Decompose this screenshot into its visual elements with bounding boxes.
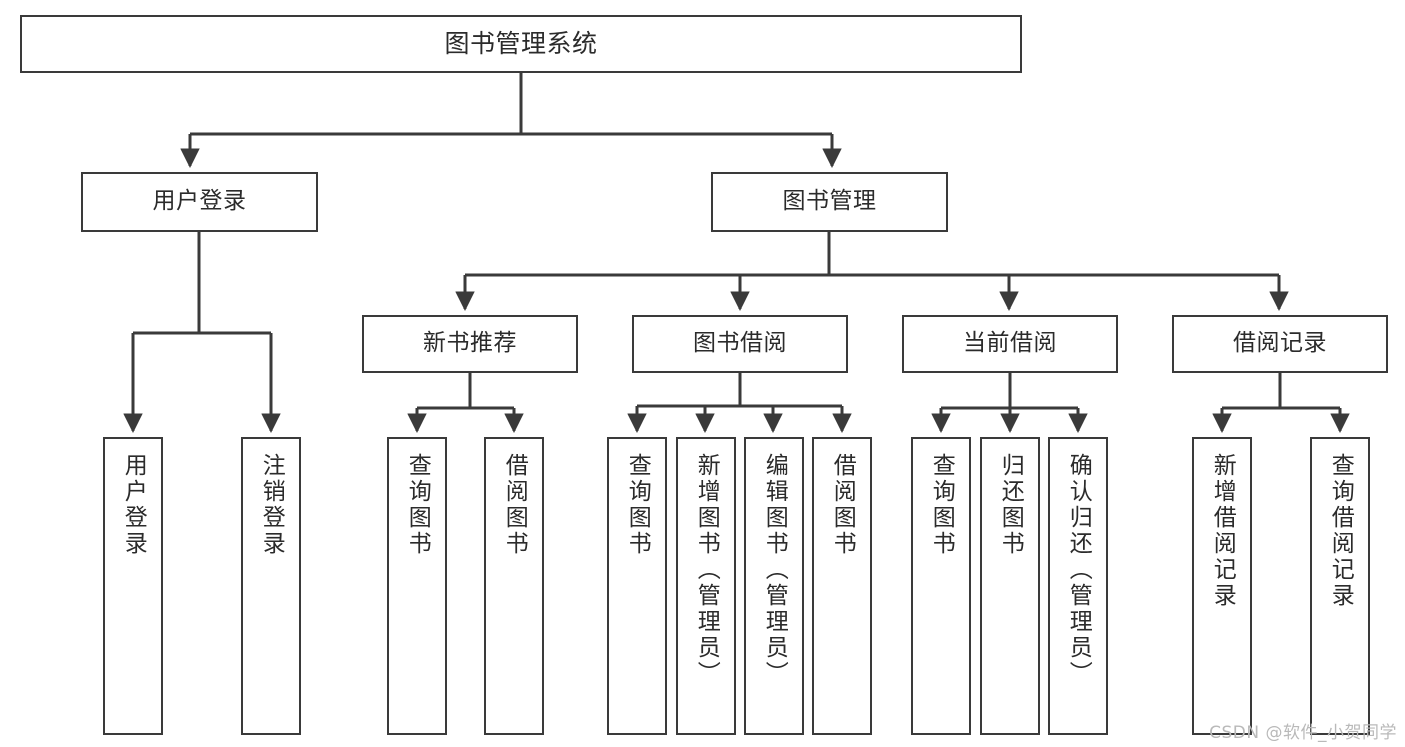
node-book-borrow-label: 图书借阅 bbox=[693, 330, 787, 357]
leaf-add-book[interactable]: 新增图书（管理员） bbox=[676, 437, 736, 735]
csdn-watermark: CSDN @软件_小贺同学 bbox=[1209, 723, 1397, 743]
leaf-logout-login[interactable]: 注销登录 bbox=[241, 437, 301, 735]
node-book-borrow[interactable]: 图书借阅 bbox=[632, 315, 848, 373]
leaf-query-book-2[interactable]: 查询图书 bbox=[607, 437, 667, 735]
node-root[interactable]: 图书管理系统 bbox=[20, 15, 1022, 73]
leaf-confirm-return-label: 确认归还（管理员） bbox=[1065, 453, 1092, 687]
node-current-borrow-label: 当前借阅 bbox=[963, 330, 1057, 357]
node-borrow-record-label: 借阅记录 bbox=[1233, 330, 1327, 357]
leaf-query-book-1[interactable]: 查询图书 bbox=[387, 437, 447, 735]
leaf-query-book-3[interactable]: 查询图书 bbox=[911, 437, 971, 735]
node-user-login[interactable]: 用户登录 bbox=[81, 172, 318, 232]
leaf-user-login[interactable]: 用户登录 bbox=[103, 437, 163, 735]
node-new-book-recommend-label: 新书推荐 bbox=[423, 330, 517, 357]
leaf-confirm-return[interactable]: 确认归还（管理员） bbox=[1048, 437, 1108, 735]
leaf-edit-book[interactable]: 编辑图书（管理员） bbox=[744, 437, 804, 735]
leaf-return-book-label: 归还图书 bbox=[997, 453, 1024, 557]
leaf-add-book-label: 新增图书（管理员） bbox=[693, 453, 720, 687]
leaf-add-record-label: 新增借阅记录 bbox=[1209, 453, 1236, 609]
node-borrow-record[interactable]: 借阅记录 bbox=[1172, 315, 1388, 373]
leaf-logout-login-label: 注销登录 bbox=[258, 453, 285, 557]
node-book-manage[interactable]: 图书管理 bbox=[711, 172, 948, 232]
leaf-add-record[interactable]: 新增借阅记录 bbox=[1192, 437, 1252, 735]
leaf-query-book-2-label: 查询图书 bbox=[624, 453, 651, 557]
leaf-borrow-book-2[interactable]: 借阅图书 bbox=[812, 437, 872, 735]
leaf-borrow-book-2-label: 借阅图书 bbox=[829, 453, 856, 557]
leaf-user-login-label: 用户登录 bbox=[120, 453, 147, 557]
node-current-borrow[interactable]: 当前借阅 bbox=[902, 315, 1118, 373]
leaf-borrow-book-1[interactable]: 借阅图书 bbox=[484, 437, 544, 735]
leaf-query-book-3-label: 查询图书 bbox=[928, 453, 955, 557]
leaf-query-book-1-label: 查询图书 bbox=[404, 453, 431, 557]
leaf-borrow-book-1-label: 借阅图书 bbox=[501, 453, 528, 557]
node-root-label: 图书管理系统 bbox=[444, 29, 598, 58]
leaf-query-record-label: 查询借阅记录 bbox=[1327, 453, 1354, 609]
node-book-manage-label: 图书管理 bbox=[782, 188, 877, 215]
node-new-book-recommend[interactable]: 新书推荐 bbox=[362, 315, 578, 373]
leaf-edit-book-label: 编辑图书（管理员） bbox=[761, 453, 788, 687]
node-user-login-label: 用户登录 bbox=[152, 188, 247, 215]
leaf-query-record[interactable]: 查询借阅记录 bbox=[1310, 437, 1370, 735]
leaf-return-book[interactable]: 归还图书 bbox=[980, 437, 1040, 735]
